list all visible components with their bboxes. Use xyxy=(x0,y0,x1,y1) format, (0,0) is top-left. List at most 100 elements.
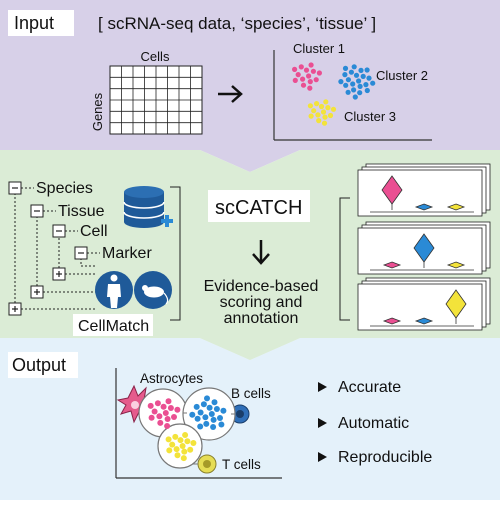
cluster-dot-2 xyxy=(360,73,366,79)
right-bracket xyxy=(339,197,350,321)
cluster-label-1: Cluster 1 xyxy=(293,41,345,56)
cluster-dot-1 xyxy=(298,64,304,70)
bcell-dot xyxy=(218,421,225,428)
input-arrow-notch xyxy=(200,150,300,172)
tree-label-tissue: Tissue xyxy=(58,203,105,220)
tool-name-box xyxy=(208,190,310,222)
matrix-rows-label: Genes xyxy=(90,92,105,131)
bullet-icon xyxy=(318,418,327,428)
cluster-dot-2 xyxy=(358,67,364,73)
feature-automatic: Automatic xyxy=(338,415,409,432)
astrocyte-dot xyxy=(160,403,167,410)
cluster-dot-3 xyxy=(308,113,314,119)
astrocyte-dot xyxy=(157,419,164,426)
cluster-dot-2 xyxy=(351,87,357,93)
output-header: Output xyxy=(12,355,66,375)
bcell-dot xyxy=(220,407,227,414)
cluster-label-2: Cluster 2 xyxy=(376,68,428,83)
bcell-dot xyxy=(194,415,201,422)
astrocyte-dot xyxy=(167,405,174,411)
tree-toggle-cell[interactable] xyxy=(52,224,66,238)
tree-toggle-tissue[interactable] xyxy=(30,204,44,218)
bcell-dot xyxy=(197,423,204,430)
output-panel xyxy=(0,338,500,500)
tcell-dot xyxy=(172,433,179,440)
cluster-dot-2 xyxy=(345,77,351,83)
cluster-dot-3 xyxy=(316,118,322,124)
arrow-right-icon xyxy=(218,85,243,103)
db-label: CellMatch xyxy=(78,318,149,335)
tool-name: scCATCH xyxy=(215,197,302,219)
astrocyte-dot xyxy=(164,423,171,429)
tcell-dot xyxy=(174,452,181,459)
hierarchy-tree xyxy=(14,187,100,310)
cluster-dot-2 xyxy=(352,94,358,100)
astrocyte-dot xyxy=(154,400,161,407)
input-header: Input xyxy=(14,13,54,33)
tree-expand-3[interactable] xyxy=(8,302,22,316)
cluster-dot-2 xyxy=(342,65,349,71)
cluster-dot-3 xyxy=(321,120,328,126)
cluster-dot-2 xyxy=(343,82,349,88)
database-add-icon xyxy=(123,186,173,228)
bcell-dot xyxy=(202,414,209,421)
bcell-dot xyxy=(203,420,210,427)
astrocyte-dot xyxy=(171,414,177,420)
output-header-box xyxy=(8,352,78,378)
bcell-dot xyxy=(213,406,220,412)
input-panel xyxy=(0,0,500,150)
tcell-dot xyxy=(190,440,197,446)
cluster-dot-1 xyxy=(303,67,310,73)
tcell-dot xyxy=(165,436,172,443)
t-cell-icon xyxy=(197,454,217,474)
cluster-dot-2 xyxy=(366,75,372,81)
cluster-dot-2 xyxy=(353,72,360,78)
bcell-dot xyxy=(210,416,217,423)
tree-toggle-species[interactable] xyxy=(8,181,22,195)
bcell-dot xyxy=(193,403,200,410)
cluster-plot-axes xyxy=(273,50,432,141)
tree-expand-1[interactable] xyxy=(52,267,66,281)
tcell-dot xyxy=(169,441,176,448)
cluster-dot-3 xyxy=(323,99,329,105)
tcell-dot xyxy=(182,432,189,438)
celltype-label-astrocytes: Astrocytes xyxy=(140,371,203,386)
cluster-dot-3 xyxy=(315,112,321,118)
cluster-dot-2 xyxy=(351,64,357,70)
astrocyte-dot xyxy=(164,416,171,422)
method-line-2: scoring and xyxy=(220,294,303,311)
db-label-box xyxy=(73,314,153,336)
bcell-dot xyxy=(211,399,218,406)
bcell-dot xyxy=(208,411,215,417)
method-line-3: annotation xyxy=(224,310,299,327)
cluster-dot-1 xyxy=(308,62,314,68)
tree-toggle-marker[interactable] xyxy=(74,246,88,260)
cluster-dot-2 xyxy=(342,72,348,78)
score-plot-card xyxy=(357,169,483,217)
astrocyte-dot xyxy=(156,413,163,420)
cluster-label-3: Cluster 3 xyxy=(344,109,396,124)
cluster-dot-3 xyxy=(307,103,313,109)
cluster-dot-3 xyxy=(325,105,331,111)
expression-matrix xyxy=(109,65,203,135)
cluster-dot-1 xyxy=(292,77,298,83)
cluster-dot-2 xyxy=(348,69,354,75)
violin-small xyxy=(382,261,402,269)
celltype-label-tcells: T cells xyxy=(222,457,261,472)
cluster-dot-2 xyxy=(364,67,370,73)
astrocyte-dot xyxy=(151,408,158,415)
human-icon xyxy=(95,271,133,309)
violin-small xyxy=(382,317,402,325)
tree-expand-2[interactable] xyxy=(30,285,44,299)
arrow-down-icon xyxy=(252,240,270,265)
mouse-icon xyxy=(134,271,172,309)
cluster-dot-2 xyxy=(357,83,363,89)
cluster-dots xyxy=(292,62,376,126)
tcell-dot xyxy=(166,447,173,454)
cluster-dot-1 xyxy=(307,85,313,91)
feature-reproducible: Reproducible xyxy=(338,449,432,466)
astrocyte-dot xyxy=(174,406,181,413)
annotated-clusters xyxy=(138,387,236,469)
bcell-dot xyxy=(204,395,210,402)
bullet-icon xyxy=(318,382,327,392)
